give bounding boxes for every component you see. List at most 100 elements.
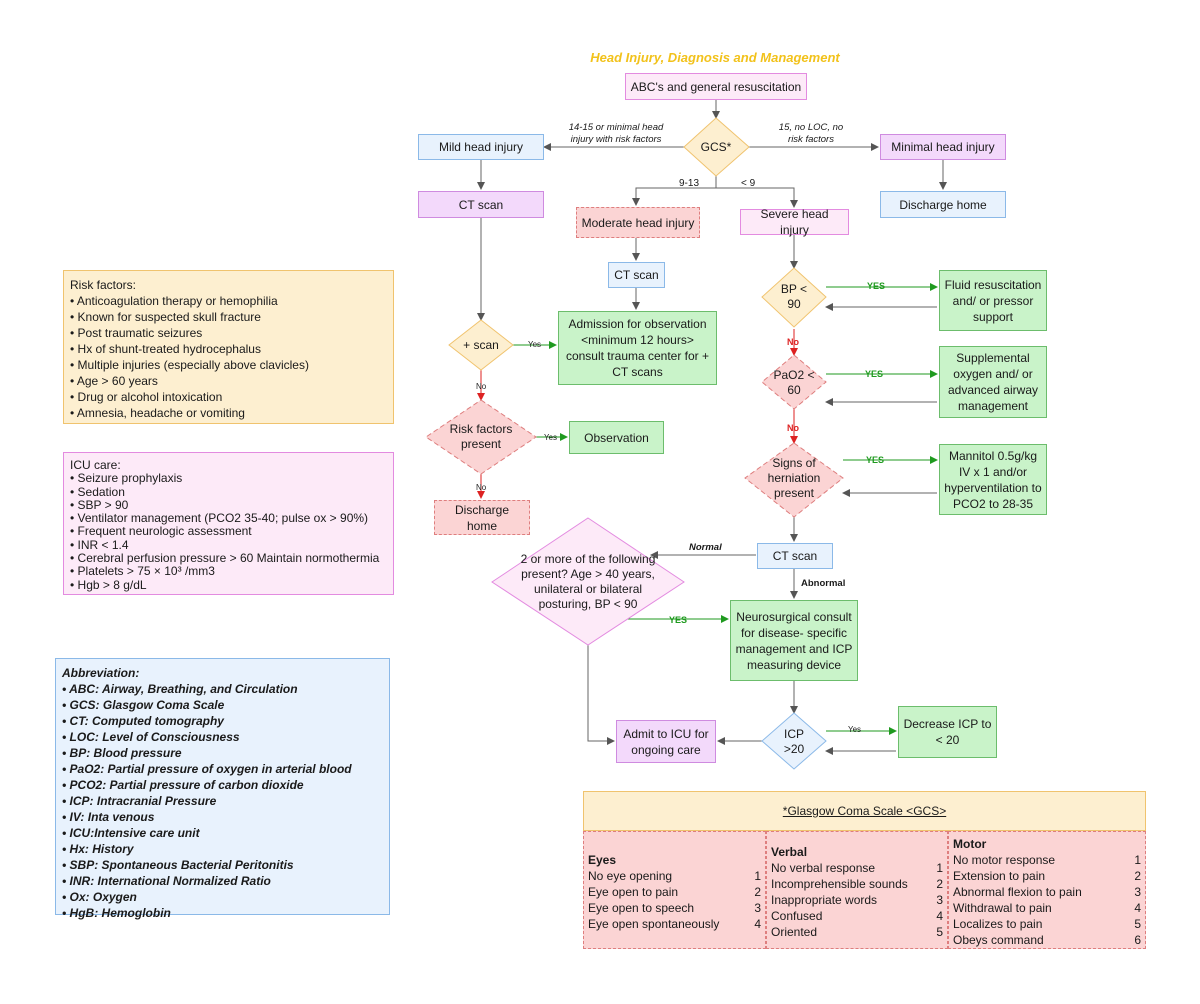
gcs-row: Oriented 5 [771,924,943,940]
gcs-row: Abnormal flexion to pain 3 [953,884,1141,900]
pao2-no-label: No [787,423,799,433]
abbreviation-item: • ICU:Intensive care unit [62,826,200,840]
severe-range-label: < 9 [741,178,756,189]
two-or-more-yes-label: YES [669,615,688,625]
abbreviation-item: • PCO2: Partial pressure of carbon dioxi… [62,778,304,792]
gcs-row-score: 3 [754,901,761,915]
gcs-row-score: 3 [936,893,943,907]
bp-yes-label: YES [867,281,886,291]
risk-factor-item: • Multiple injuries (especially above cl… [70,358,309,372]
icu-care-item: • INR < 1.4 [70,537,129,552]
neurosurgical-consult-node: Neurosurgical consult for disease- speci… [730,600,858,681]
abbreviation-item: • Ox: Oxygen [62,890,137,904]
bp-diamond [761,267,827,328]
ct-scan-mild-node: CT scan [418,191,544,218]
gcs-table-title: *Glasgow Coma Scale <GCS> [583,791,1146,831]
icu-care-item: • Platelets > 75 × 10³ /mm3 [70,564,215,579]
gcs-row-label: Abnormal flexion to pain [953,885,1082,899]
gcs-row-score: 4 [754,917,761,931]
abbreviation-item: • ABC: Airway, Breathing, and Circulatio… [62,682,298,696]
plus-scan-label: + scan [463,337,499,352]
plus-scan-diamond [448,319,514,371]
gcs-row-score: 3 [1134,885,1141,899]
icu-care-item: • SBP > 90 [70,497,129,512]
abbreviation-item: • SBP: Spontaneous Bacterial Peritonitis [62,858,294,872]
supplemental-oxygen-node: Supplemental oxygen and/ or advanced air… [939,346,1047,418]
decrease-icp-node: Decrease ICP to < 20 [898,706,997,758]
pao2-label: PaO2 < 60 [773,368,815,397]
gcs-row: No eye opening 1 [588,868,761,884]
gcs-row: Inappropriate words 3 [771,892,943,908]
icu-care-item: • Frequent neurologic assessment [70,524,252,539]
plus-scan-yes-label: Yes [528,340,542,349]
gcs-row-score: 4 [936,909,943,923]
ct-scan-moderate-node: CT scan [608,262,665,288]
gcs-row-label: No verbal response [771,861,876,875]
herniation-label: Signs of herniation present [767,455,821,500]
gcs-row-label: Eye open to pain [588,885,679,899]
risk-factors-present-label: Risk factors present [449,422,513,451]
ct-scan-severe-node: CT scan [757,543,833,569]
gcs-row-score: 5 [1134,917,1141,931]
discharge-home-risk-node: Discharge home [434,500,530,535]
icu-care-item: • Seizure prophylaxis [70,471,183,486]
gcs-diamond [683,117,750,177]
moderate-range-label: 9-13 [679,178,700,189]
admit-icu-node: Admit to ICU for ongoing care [616,720,716,763]
gcs-motor-heading: Motor [953,837,987,851]
risk-no-label: No [476,483,487,492]
gcs-label: GCS* [700,139,732,154]
gcs-row-label: Inappropriate words [771,893,878,907]
icp-yes-label: Yes [848,725,862,734]
icu-care-heading: ICU care: [70,458,121,472]
risk-factor-item: • Hx of shunt-treated hydrocephalus [70,342,261,356]
gcs-row-score: 1 [754,869,761,883]
risk-factor-item: • Drug or alcohol intoxication [70,390,223,404]
bp-no-label: No [787,337,799,347]
observation-node: Observation [569,421,664,454]
gcs-row-score: 6 [1134,933,1141,947]
risk-factors-panel: Risk factors: • Anticoagulation therapy … [63,270,394,424]
gcs-row: Obeys command 6 [953,932,1141,948]
risk-yes-label: Yes [544,433,558,442]
abbreviation-heading: Abbreviation: [62,666,140,680]
gcs-row-label: No eye opening [588,869,673,883]
diagram-title: Head Injury, Diagnosis and Management [590,50,840,65]
gcs-row-label: Incomprehensible sounds [771,877,908,891]
risk-factor-item: • Age > 60 years [70,374,158,388]
discharge-home-node: Discharge home [880,191,1006,218]
gcs-row-label: Oriented [771,925,818,939]
abbreviation-item: • Hx: History [62,842,134,856]
two-or-more-label: 2 or more of the following present? Age … [520,552,656,611]
severe-head-injury-node: Severe head injury [740,207,849,237]
herniation-diamond [744,442,844,518]
gcs-row: Eye open to speech 3 [588,900,761,916]
pao2-yes-label: YES [865,369,884,379]
abbreviation-item: • HgB: Hemoglobin [62,906,171,920]
gcs-row-label: Eye open to speech [588,901,695,915]
gcs-eyes-heading: Eyes [588,853,617,867]
gcs-row-label: Obeys command [953,933,1044,947]
icu-care-item: • Cerebral perfusion pressure > 60 Maint… [70,551,380,566]
abbreviation-item: • INR: International Normalized Ratio [62,874,271,888]
minimal-criteria-label: 15, no LOC, no risk factors [778,122,844,145]
gcs-row-score: 5 [936,925,943,939]
plus-scan-no-label: No [476,382,487,391]
gcs-row-label: Extension to pain [953,869,1046,883]
gcs-row-score: 4 [1134,901,1141,915]
gcs-row-score: 1 [1134,853,1141,867]
normal-label: Normal [689,542,722,553]
abbreviation-item: • CT: Computed tomography [62,714,224,728]
